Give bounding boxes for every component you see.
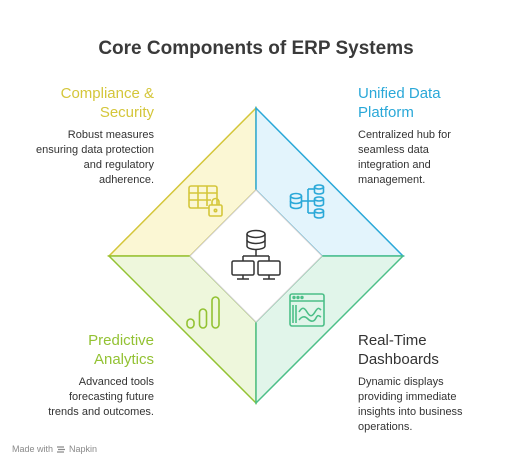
- realtime-desc-line: providing immediate: [358, 391, 457, 403]
- bar-chart-icon: [186, 296, 220, 329]
- realtime-desc-line: operations.: [358, 421, 413, 433]
- unified-heading-line2: Platform: [358, 104, 414, 121]
- compliance-heading: Compliance & Security: [61, 84, 154, 122]
- realtime-heading: Real-Time Dashboards: [358, 331, 439, 369]
- unified-heading: Unified Data Platform: [358, 84, 441, 122]
- realtime-heading-line1: Real-Time: [358, 332, 427, 349]
- realtime-description: Dynamic displays providing immediate ins…: [358, 375, 463, 435]
- predictive-heading-line1: Predictive: [88, 332, 154, 349]
- predictive-heading: Predictive Analytics: [88, 331, 154, 369]
- napkin-logo-icon: [57, 445, 66, 453]
- compliance-desc-line: and regulatory: [83, 159, 154, 171]
- database-network-icon: [289, 184, 325, 219]
- compliance-desc-line: ensuring data protection: [35, 144, 154, 156]
- compliance-desc-line: Robust measures: [67, 129, 154, 141]
- footer-made-with: Made with: [12, 444, 54, 454]
- database-computers-icon: [231, 229, 281, 280]
- compliance-heading-line2: Security: [99, 104, 154, 121]
- realtime-desc-line: insights into business: [358, 406, 463, 418]
- predictive-heading-line2: Analytics: [93, 351, 154, 368]
- unified-desc-line: management.: [358, 174, 426, 186]
- compliance-desc-line: adherence.: [98, 174, 154, 186]
- realtime-desc-line: Dynamic displays: [358, 376, 444, 388]
- predictive-desc-line: trends and outcomes.: [48, 406, 154, 418]
- predictive-desc-line: Advanced tools: [78, 376, 154, 388]
- unified-heading-line1: Unified Data: [358, 85, 441, 102]
- predictive-description: Advanced tools forecasting future trends…: [48, 375, 154, 420]
- table-lock-icon: [188, 185, 223, 217]
- unified-description: Centralized hub for seamless data integr…: [358, 128, 451, 188]
- unified-desc-line: Centralized hub for: [358, 129, 451, 141]
- dashboard-icon: [289, 293, 325, 327]
- footer-brand: Napkin: [69, 444, 98, 454]
- compliance-description: Robust measures ensuring data protection…: [36, 128, 154, 188]
- unified-desc-line: seamless data: [358, 144, 429, 156]
- footer-watermark: Made with Napkin: [12, 444, 97, 454]
- page-title: Core Components of ERP Systems: [98, 38, 414, 59]
- compliance-heading-line1: Compliance &: [60, 85, 154, 102]
- unified-desc-line: integration and: [358, 159, 431, 171]
- predictive-desc-line: forecasting future: [69, 391, 154, 403]
- realtime-heading-line2: Dashboards: [358, 351, 439, 368]
